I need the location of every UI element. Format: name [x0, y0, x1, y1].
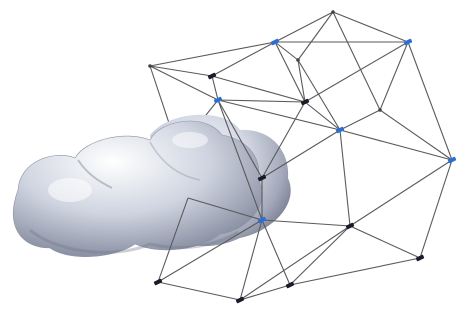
cage-marker-dark: [345, 222, 355, 230]
cage-edge: [211, 75, 306, 103]
cage-edge: [304, 41, 409, 103]
cage-edge: [149, 65, 219, 101]
cage-edge: [261, 219, 351, 227]
cage-edge: [261, 129, 341, 179]
cage-node: [148, 64, 152, 68]
cage-marker-blue: [257, 216, 267, 224]
blob-crease-2: [149, 141, 201, 181]
cage-edge: [349, 225, 421, 259]
wireframe-cage-edges: [149, 11, 453, 259]
cage-edge: [217, 99, 263, 221]
cage-edge: [274, 41, 299, 61]
cage-marker-dark: [415, 254, 425, 262]
cage-edge: [289, 257, 421, 286]
cage-marker-dark: [153, 278, 163, 286]
cage-edge: [261, 101, 306, 179]
cage-marker-blue: [403, 38, 413, 46]
cage-edge: [149, 41, 276, 67]
cage-edge: [217, 99, 263, 179]
cage-marker-dark: [207, 72, 217, 80]
cage-marker-dark: [285, 281, 295, 289]
cage-edge: [419, 159, 453, 259]
cage-edge: [217, 99, 306, 103]
cage-marker-blue: [447, 156, 457, 164]
deformed-solid-body: [13, 114, 291, 257]
cage-edge: [349, 159, 453, 227]
cage-edge: [297, 11, 334, 61]
blob-main-body: [13, 120, 263, 257]
cage-marker-blue: [213, 96, 223, 104]
wireframe-cage-front-edges: [157, 99, 421, 301]
cage-edge: [157, 281, 241, 301]
cage-edge: [157, 197, 189, 283]
cage-handle-markers: [153, 38, 457, 304]
cage-edge: [149, 65, 213, 77]
blob-highlight-2: [172, 132, 208, 148]
cage-edge: [211, 75, 219, 101]
cage-edge: [187, 197, 263, 221]
cage-edge: [339, 129, 453, 161]
cage-edge: [332, 11, 381, 111]
cage-marker-dark: [235, 296, 245, 304]
cage-edge: [274, 11, 334, 43]
cage-edge: [274, 41, 306, 103]
cage-edge: [304, 101, 341, 131]
cage-marker-dark: [257, 174, 267, 182]
cage-node: [296, 58, 300, 62]
cage-edge: [239, 284, 291, 301]
cage-edge: [379, 41, 409, 111]
cage-edge: [261, 219, 291, 286]
cage-edge: [239, 219, 263, 301]
cage-edge: [407, 41, 453, 161]
cage-edge: [211, 41, 276, 77]
cage-edge: [239, 225, 351, 301]
cage-edge: [339, 109, 381, 131]
blob-shadow-underside: [29, 228, 239, 254]
cage-edge: [339, 129, 351, 227]
cage-marker-blue: [335, 126, 345, 134]
cage-marker-blue: [270, 38, 280, 46]
blob-highlight: [48, 178, 92, 202]
cage-edge: [157, 219, 263, 283]
cage-marker-dark: [300, 98, 310, 106]
cage-node: [378, 108, 382, 112]
cage-edge: [332, 11, 409, 43]
cage-edge: [289, 225, 351, 286]
blob-crease-1: [77, 159, 113, 189]
cage-edge: [297, 59, 341, 131]
cage-edge: [297, 59, 306, 103]
cage-node: [331, 10, 335, 14]
cage-edge: [379, 109, 453, 161]
cage-edge: [217, 99, 341, 131]
